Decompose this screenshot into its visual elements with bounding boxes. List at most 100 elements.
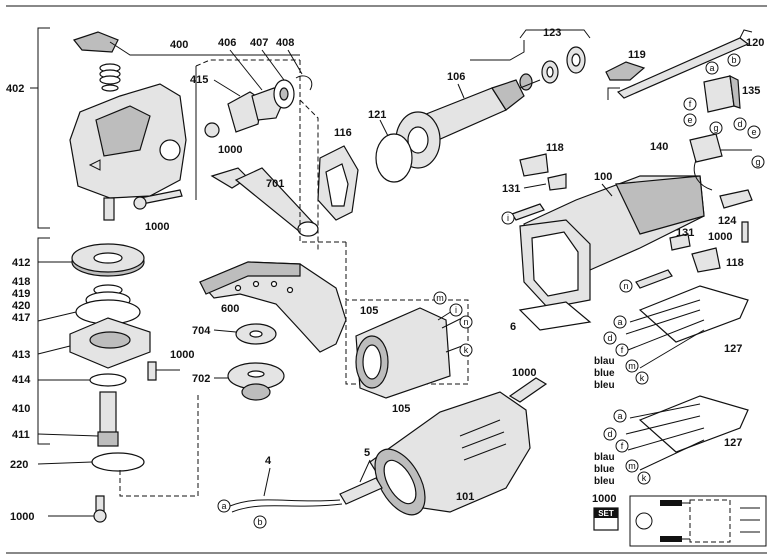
brush-131-b bbox=[669, 233, 691, 251]
label-118-a: 118 bbox=[546, 142, 564, 154]
marker-g-switch: g bbox=[713, 123, 718, 133]
leader-415 bbox=[213, 79, 241, 97]
label-411: 411 bbox=[12, 429, 30, 441]
marker-d-h2-circle bbox=[603, 427, 617, 441]
crown-gear bbox=[71, 243, 145, 277]
screw-124 bbox=[741, 221, 749, 243]
flange-704-bore bbox=[249, 330, 263, 338]
marker-f-switch-circle bbox=[683, 97, 697, 111]
label-1000-b: 1000 bbox=[218, 144, 242, 156]
leader-100 bbox=[601, 183, 613, 197]
screw-bottom-head bbox=[93, 509, 107, 523]
spindle-410 bbox=[99, 391, 117, 437]
label-702: 702 bbox=[192, 373, 210, 385]
label-1000-d: 1000 bbox=[10, 511, 34, 523]
label-600: 600 bbox=[221, 303, 239, 315]
dash-lower bbox=[119, 392, 199, 497]
label-105-b: 105 bbox=[392, 403, 410, 415]
label-131-b: 131 bbox=[676, 227, 694, 239]
leader-123-arm bbox=[470, 40, 525, 61]
label-400: 400 bbox=[170, 39, 188, 51]
marker-f-switch: f bbox=[689, 99, 692, 109]
wire-color-fr-b: bleu bbox=[594, 476, 615, 487]
label-413: 413 bbox=[12, 349, 30, 361]
gear-head-group: 402 1000 400 415 bbox=[6, 27, 319, 523]
arrow-mark bbox=[88, 159, 101, 171]
armature-shaft-end bbox=[519, 79, 541, 89]
washer-123 bbox=[519, 73, 533, 91]
marker-a-cord-circle bbox=[217, 499, 231, 513]
leader-106 bbox=[457, 83, 465, 99]
brush-lead-i bbox=[511, 203, 545, 221]
guard-collar bbox=[199, 261, 301, 295]
marker-b-cord-circle bbox=[253, 515, 267, 529]
label-118-b: 118 bbox=[726, 257, 744, 269]
marker-d-switch-circle bbox=[733, 117, 747, 131]
label-131-a: 131 bbox=[502, 183, 520, 195]
bracket-402 bbox=[37, 27, 50, 229]
marker-k-h1: k bbox=[640, 373, 645, 383]
wire-color-en-a: blue bbox=[594, 368, 615, 379]
label-101: 101 bbox=[456, 491, 474, 503]
leader-5 bbox=[359, 459, 371, 483]
label-417: 417 bbox=[12, 312, 30, 324]
stator-lead-2 bbox=[441, 317, 463, 329]
label-408: 408 bbox=[276, 37, 294, 49]
set-badge-text: SET bbox=[598, 509, 614, 518]
bearing-123b-bore bbox=[546, 66, 554, 78]
label-120: 120 bbox=[746, 37, 764, 49]
wire-b-2 bbox=[625, 415, 701, 435]
marker-i-brush-circle bbox=[501, 211, 515, 225]
marker-n-brush: n bbox=[623, 281, 628, 291]
circlip bbox=[295, 75, 313, 91]
set-badge-band bbox=[594, 508, 618, 518]
wire-a-2 bbox=[625, 309, 701, 335]
label-4: 4 bbox=[265, 455, 272, 467]
marker-e-switch: e bbox=[687, 115, 692, 125]
label-1000-c: 1000 bbox=[170, 349, 194, 361]
switch-135 bbox=[703, 75, 735, 113]
wire-b-4 bbox=[639, 439, 705, 471]
marker-a-cord: a bbox=[221, 501, 226, 511]
field-coil-2 bbox=[660, 536, 682, 542]
label-402: 402 bbox=[6, 83, 24, 95]
label-6: 6 bbox=[510, 321, 516, 333]
marker-k-h1-circle bbox=[635, 371, 649, 385]
marker-f-h2: f bbox=[621, 441, 624, 451]
label-418: 418 bbox=[12, 276, 30, 288]
armature-commutator bbox=[491, 79, 525, 111]
cable-clamp-124 bbox=[719, 189, 753, 209]
housing-opening bbox=[531, 231, 579, 297]
switch-side bbox=[729, 74, 741, 109]
brush-holder-118-b bbox=[691, 247, 721, 273]
cord-protector-5 bbox=[339, 477, 383, 505]
spindle-collar bbox=[97, 431, 119, 447]
label-704: 704 bbox=[192, 325, 211, 337]
label-1000-f: 1000 bbox=[512, 367, 536, 379]
marker-m-stator: m bbox=[436, 293, 444, 303]
guard-hole-2 bbox=[252, 280, 260, 288]
label-415: 415 bbox=[190, 74, 208, 86]
wire-color-fr-a: bleu bbox=[594, 380, 615, 391]
armature-group: 123 106 121 bbox=[368, 27, 591, 183]
housing-side bbox=[615, 175, 705, 235]
marker-k-h2: k bbox=[642, 473, 647, 483]
label-121: 121 bbox=[368, 109, 386, 121]
nut bbox=[204, 122, 220, 138]
bearing-inner bbox=[279, 87, 289, 101]
marker-m-h1: m bbox=[628, 361, 636, 371]
marker-f-h1-circle bbox=[615, 343, 629, 357]
bearing-flange bbox=[69, 317, 151, 369]
label-127-b: 127 bbox=[724, 437, 742, 449]
power-cord-4-b bbox=[231, 503, 343, 513]
label-124: 124 bbox=[718, 215, 737, 227]
marker-e2-switch-circle bbox=[747, 125, 761, 139]
housing-bore bbox=[159, 139, 181, 161]
marker-k-stator: k bbox=[464, 345, 469, 355]
dash-stator bbox=[345, 242, 469, 385]
flange-220 bbox=[91, 452, 145, 472]
label-410: 410 bbox=[12, 403, 30, 415]
field-coil-1 bbox=[660, 500, 682, 506]
marker-m-h1-circle bbox=[625, 359, 639, 373]
